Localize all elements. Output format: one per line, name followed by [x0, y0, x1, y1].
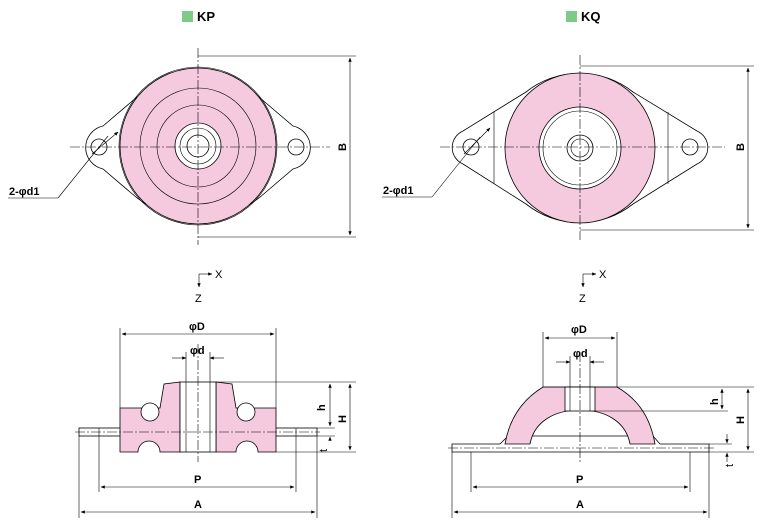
kq-h-label: h	[709, 398, 721, 405]
kq-axis-z-label: Z	[579, 293, 586, 305]
kq-d-label: φd	[573, 348, 588, 360]
kq-d1-leader	[431, 136, 481, 198]
kq-title-group: KQ	[566, 9, 601, 24]
kq-d1-leader-arrow	[463, 127, 491, 155]
kp-H-label: H	[337, 415, 349, 423]
kq-b-label: B	[735, 143, 747, 151]
kp-h-label: h	[316, 404, 328, 411]
kp-d-label: φd	[190, 345, 205, 357]
kp-t-label: t	[318, 449, 330, 452]
kq-P-label: P	[576, 474, 583, 486]
kp-axis-indicator: X Z	[195, 269, 223, 305]
kp-cutout-left-top	[140, 402, 160, 422]
kq-title-marker-icon	[566, 11, 577, 22]
kp-holes-label: 2-φd1	[9, 186, 40, 198]
kq-t-label: t	[724, 464, 736, 467]
kq-side-view: φD φd h H t P A	[448, 324, 754, 518]
kp-side-view: φD φd h H t P A	[75, 321, 356, 518]
kq-H-label: H	[735, 416, 747, 424]
kq-axis-x-label: X	[599, 269, 607, 281]
kq-A-label: A	[576, 499, 584, 511]
kp-cutout-right-top	[236, 402, 256, 422]
kp-top-view: B 2-φd1	[8, 48, 356, 245]
kq-base-plate	[451, 435, 710, 453]
kp-axis-z-label: Z	[195, 293, 202, 305]
kq-axis-indicator: X Z	[579, 269, 607, 305]
kp-axis-x-label: X	[215, 269, 223, 281]
kp-b-label: B	[337, 143, 349, 151]
kp-d1-leader	[57, 135, 109, 199]
kp-d1-leader-arrow	[91, 131, 119, 155]
kq-rubber-dome	[504, 386, 656, 445]
kp-D-label: φD	[189, 321, 205, 333]
kp-title-marker-icon	[182, 11, 193, 22]
kp-title-group: KP	[182, 9, 215, 24]
kp-title: KP	[197, 9, 215, 24]
kp-P-label: P	[194, 474, 201, 486]
kq-top-view: B 2-φd1	[382, 55, 754, 240]
kq-title: KQ	[581, 9, 601, 24]
kq-holes-label: 2-φd1	[383, 185, 414, 197]
kp-A-label: A	[194, 499, 202, 511]
kq-D-label: φD	[571, 324, 587, 336]
